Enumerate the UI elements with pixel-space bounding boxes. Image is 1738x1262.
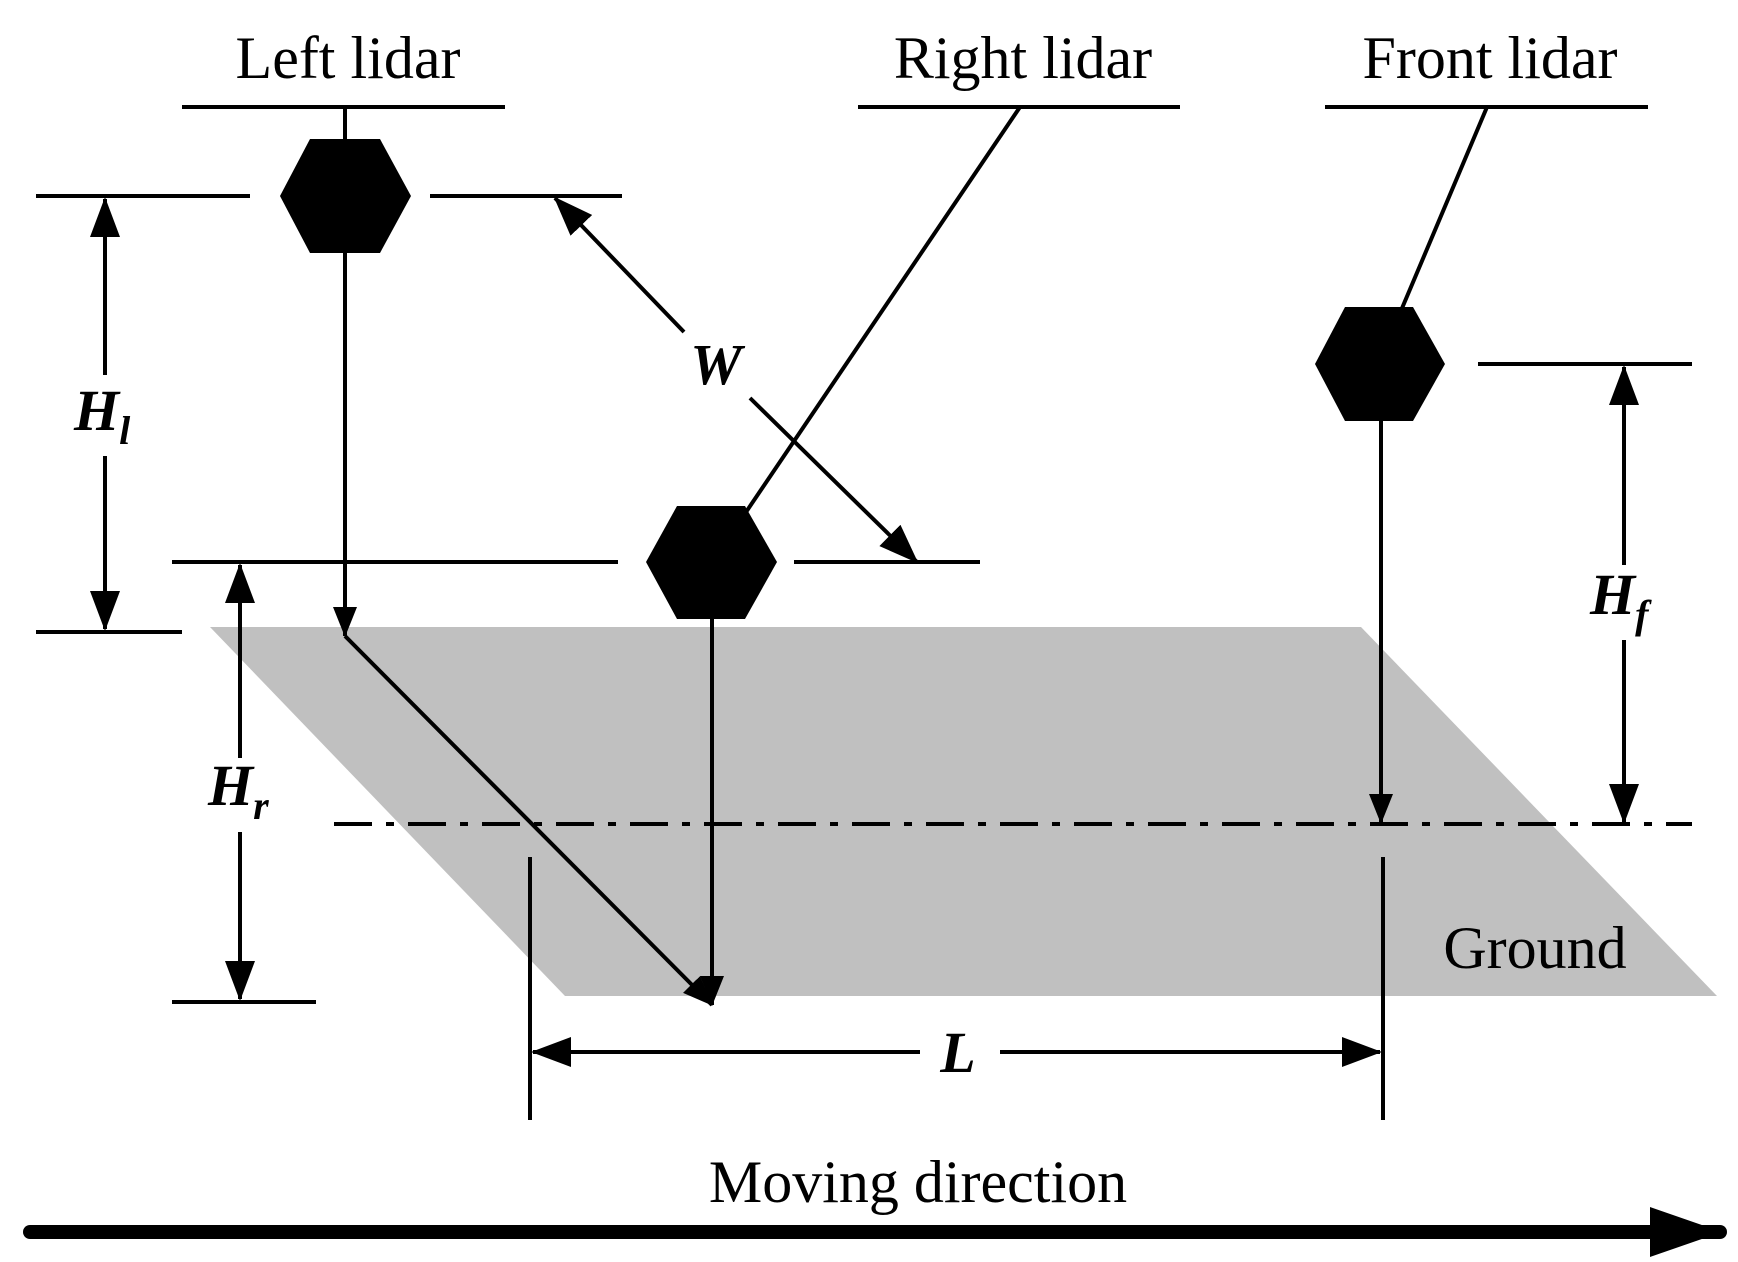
front-lidar-leader (1398, 106, 1489, 314)
right-lidar-icon (646, 506, 777, 619)
right-lidar-label: Right lidar (894, 25, 1152, 91)
right-lidar-leader (740, 105, 1022, 520)
hl-dimension-label: Hl (73, 378, 131, 453)
l-dimension-label: L (939, 1020, 975, 1085)
hr-dimension-label: Hr (207, 753, 269, 828)
left-lidar-label: Left lidar (236, 25, 461, 91)
front-lidar-label: Front lidar (1363, 25, 1618, 91)
front-lidar-icon (1315, 307, 1445, 421)
moving-direction-arrowhead (1650, 1207, 1722, 1257)
left-lidar-beam-diagonal (343, 634, 714, 1007)
w-arrow-lower (748, 396, 919, 564)
left-lidar-icon (280, 139, 411, 253)
w-arrow-upper (553, 196, 686, 334)
ground-label: Ground (1443, 915, 1626, 981)
hf-dimension-label: Hf (1589, 562, 1652, 637)
ground-plane (210, 627, 1717, 996)
w-dimension-label: W (690, 332, 745, 397)
moving-direction-label: Moving direction (709, 1149, 1127, 1215)
